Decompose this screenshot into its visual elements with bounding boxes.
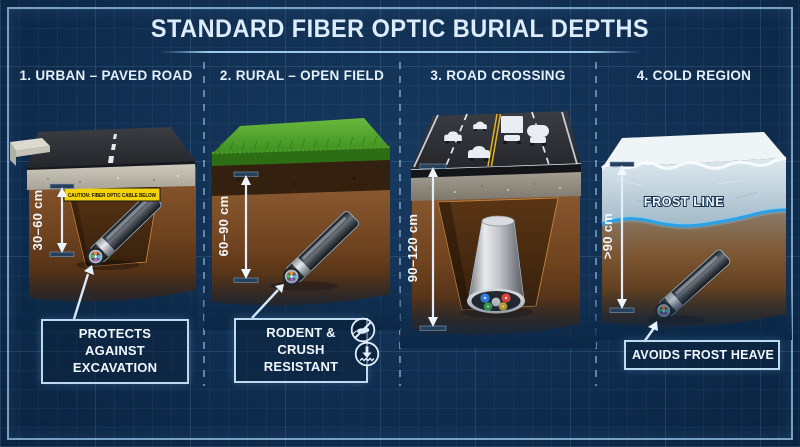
grass-edge	[212, 148, 390, 166]
depth-label-rural: 60–90 cm	[216, 196, 231, 257]
panel-heading-urban: 1. URBAN – PAVED ROAD	[19, 68, 193, 83]
caption-rural: RODENT & CRUSH RESISTANT	[234, 318, 368, 383]
panel-heading-rural: 2. RURAL – OPEN FIELD	[219, 68, 385, 83]
panel-divider	[595, 62, 597, 386]
caution-tape-label: CAUTION: FIBER OPTIC CABLE BELOW	[68, 193, 156, 199]
outer-frame	[7, 7, 793, 440]
panel-urban: 1. URBAN – PAVED ROAD CAUTION: FIBER OPT…	[8, 60, 204, 394]
grass-surface	[212, 118, 390, 154]
topsoil-layer	[212, 156, 390, 196]
road-crossing-illustration: 90–120 cm	[400, 111, 596, 348]
frozen-layer	[602, 158, 786, 232]
caption-cold: AVOIDS FROST HEAVE	[624, 340, 780, 371]
caution-tape: CAUTION: FIBER OPTIC CABLE BELOW	[63, 187, 161, 202]
paved-road	[27, 127, 195, 190]
highway	[410, 111, 582, 201]
pointer-arrow-rural	[251, 284, 284, 319]
depth-label-urban: 30–60 cm	[30, 190, 45, 251]
cold-region-illustration: FROST LINE >90 cm	[596, 132, 792, 343]
tanker-truck-icon	[527, 125, 549, 146]
frost-line-label: FROST LINE	[644, 195, 724, 209]
panel-heading-cold-region: 4. COLD REGION	[636, 68, 752, 83]
pointer-arrow-cold	[643, 321, 658, 343]
depth-measure-road: 90–120 cm	[405, 163, 447, 331]
depth-measure-cold: >90 cm	[600, 161, 635, 313]
sidewalk	[10, 138, 50, 166]
panel-road-crossing: 3. ROAD CROSSING	[400, 60, 596, 394]
depth-label-cold: >90 cm	[600, 213, 615, 259]
vehicles	[444, 116, 549, 161]
panel-heading-road-crossing: 3. ROAD CROSSING	[430, 68, 566, 83]
panel-cold-region: 4. COLD REGION FROST LINE	[596, 60, 792, 394]
depth-measure-urban: 30–60 cm	[30, 183, 75, 257]
panel-divider	[399, 62, 401, 386]
pointer-arrow-urban	[72, 265, 94, 320]
crush-resistant-icon	[354, 341, 380, 367]
urban-illustration: CAUTION: FIBER OPTIC CABLE BELOW	[10, 127, 198, 330]
depth-label-road: 90–120 cm	[405, 214, 420, 282]
snow-surface	[601, 132, 787, 170]
title-underline	[160, 51, 640, 53]
panel-rural: 2. RURAL – OPEN FIELD	[204, 60, 400, 394]
box-truck-icon	[501, 116, 523, 144]
frost-line	[601, 208, 787, 228]
depth-measure-rural: 60–90 cm	[216, 171, 259, 283]
page-title: STANDARD FIBER OPTIC BURIAL DEPTHS	[150, 15, 650, 43]
no-rodent-icon	[350, 317, 376, 343]
caption-urban: PROTECTS AGAINST EXCAVATION	[41, 319, 189, 384]
panel-divider	[203, 62, 205, 386]
